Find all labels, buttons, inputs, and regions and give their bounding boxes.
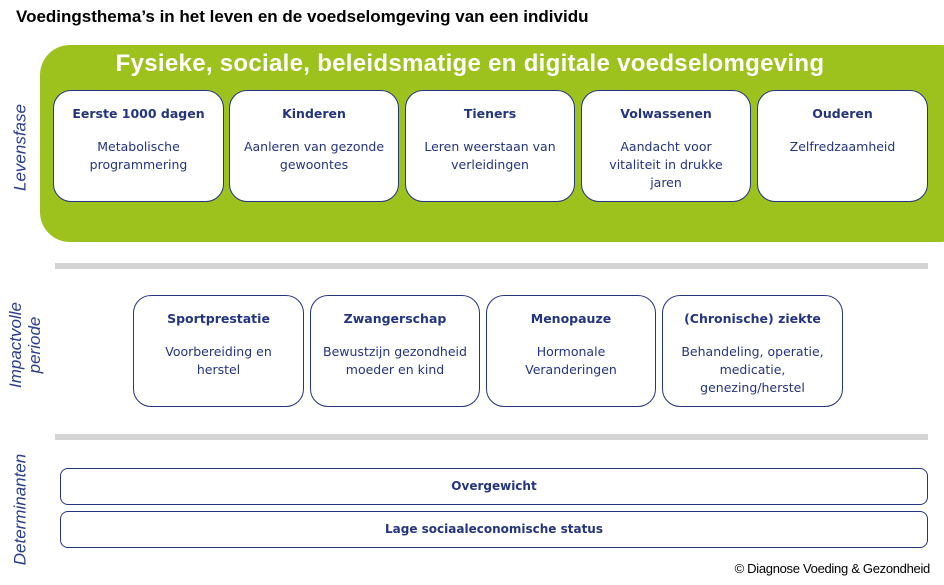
card-text: Aanleren van gezonde gewoontes [243,139,385,172]
card-text: Aandacht voor vitaliteit in drukke jaren [609,139,723,190]
card-text: Metabolische programmering [89,139,188,172]
card-menopauze: Menopauze Hormonale Veranderingen [486,295,656,407]
row-label-determinanten: Determinanten [10,453,30,566]
determinant-lage-ses: Lage sociaaleconomische status [60,511,928,548]
card-text: Bewustzijn gezondheid moeder en kind [323,344,467,377]
card-heading: Zwangerschap [343,311,447,326]
card-heading: Eerste 1000 dagen [72,106,205,121]
page-title: Voedingsthema’s in het leven en de voeds… [16,7,589,26]
card-text: Hormonale Veranderingen [525,344,617,377]
card-heading: (Chronische) ziekte [684,311,821,326]
card-heading: Sportprestatie [167,311,270,326]
row-label-line: periode [25,316,44,374]
card-sportprestatie: Sportprestatie Voorbereiding en herstel [133,295,304,407]
card-text: Leren weerstaan van verleidingen [424,139,556,172]
food-environment-title: Fysieke, sociale, beleidsmatige en digit… [115,50,825,77]
copyright: © Diagnose Voeding & Gezondheid [734,561,931,576]
card-heading: Kinderen [282,106,346,121]
card-text: Behandeling, operatie, medicatie, genezi… [681,344,824,395]
card-heading: Menopauze [530,311,612,326]
card-heading: Ouderen [812,106,873,121]
card-tieners: Tieners Leren weerstaan van verleidingen [405,90,575,202]
card-text: Zelfredzaamheid [789,139,896,154]
card-heading: Tieners [463,106,517,121]
card-text: Voorbereiding en herstel [165,344,272,377]
card-eerste-1000-dagen: Eerste 1000 dagen Metabolische programme… [53,90,224,202]
row-label-line: Impactvolle [6,302,25,388]
row-label-impactvolle-periode: Impactvolle periode [6,290,44,400]
card-chronische-ziekte: (Chronische) ziekte Behandeling, operati… [662,295,843,407]
card-ouderen: Ouderen Zelfredzaamheid [757,90,928,202]
separator [55,263,928,269]
determinant-overgewicht: Overgewicht [60,468,928,505]
row-label-levensfase: Levensfase [10,104,30,191]
card-zwangerschap: Zwangerschap Bewustzijn gezondheid moede… [310,295,480,407]
separator [55,434,928,440]
card-volwassenen: Volwassenen Aandacht voor vitaliteit in … [581,90,751,202]
card-heading: Volwassenen [620,106,712,121]
card-kinderen: Kinderen Aanleren van gezonde gewoontes [229,90,399,202]
